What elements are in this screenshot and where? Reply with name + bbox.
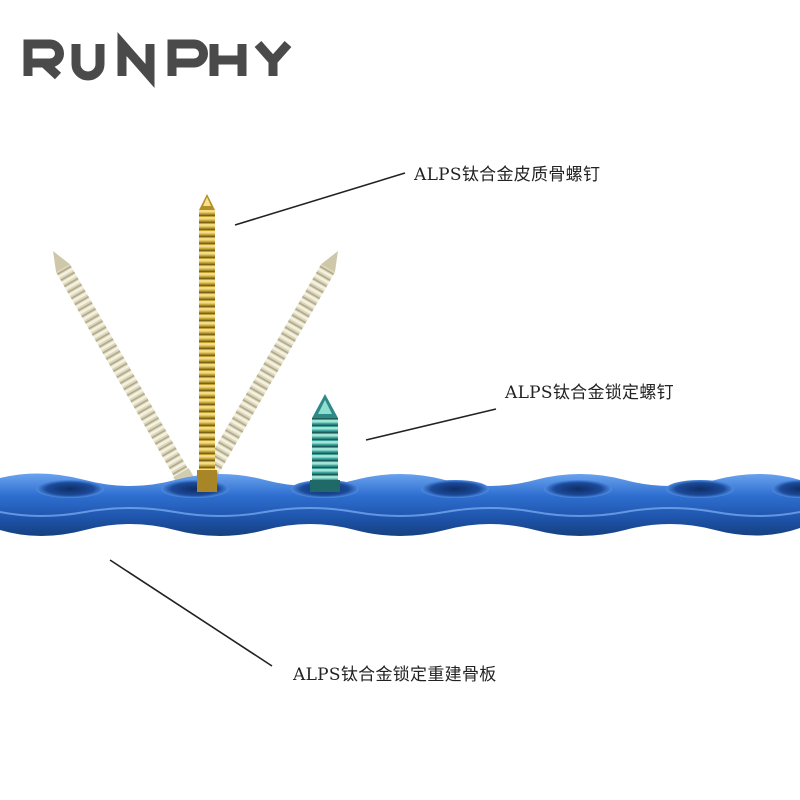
plate-hole <box>161 480 229 498</box>
leader-line-plate <box>109 559 273 667</box>
leader-lines <box>109 172 497 667</box>
ghost-screw-left <box>53 250 199 495</box>
plate-hole <box>666 480 734 498</box>
plate-hole <box>36 480 104 498</box>
plate-label: ALPS钛合金锁定重建骨板 <box>293 665 497 685</box>
locking-screw-label: ALPS钛合金锁定螺钉 <box>505 383 674 403</box>
cortical-screw <box>197 194 217 492</box>
brand-logo <box>23 32 292 88</box>
plate-holes <box>36 480 800 498</box>
leader-line-cortical-screw <box>234 172 406 226</box>
plate-hole <box>772 480 800 498</box>
plate-hole <box>544 480 612 498</box>
cortical-screw-label: ALPS钛合金皮质骨螺钉 <box>414 165 601 185</box>
leader-line-locking-screw <box>365 408 497 441</box>
locking-screw <box>310 394 340 492</box>
plate-hole <box>421 480 489 498</box>
